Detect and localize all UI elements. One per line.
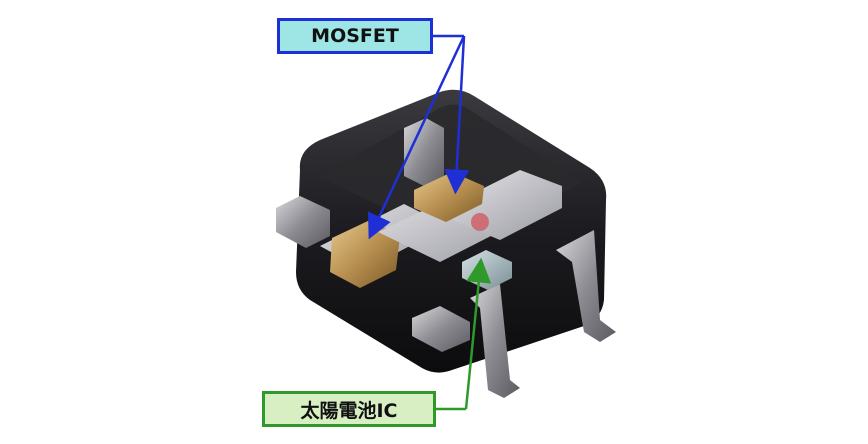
pin1-marker — [471, 213, 489, 231]
mosfet-label-text: MOSFET — [311, 25, 399, 47]
lead-left-back — [276, 196, 330, 248]
lead-left-front — [412, 306, 470, 352]
lead-right-middle — [556, 230, 616, 342]
solar-ic-label-text: 太陽電池IC — [300, 399, 398, 422]
mosfet-arrow-left — [367, 35, 466, 240]
mosfet-arrow-right — [444, 35, 470, 195]
mosfet-label: MOSFET — [277, 18, 433, 54]
solar-ic-arrow — [464, 257, 492, 410]
lead-front-left — [470, 284, 520, 398]
solar-ic-label: 太陽電池IC — [262, 391, 436, 427]
lead-top-back — [404, 118, 444, 186]
